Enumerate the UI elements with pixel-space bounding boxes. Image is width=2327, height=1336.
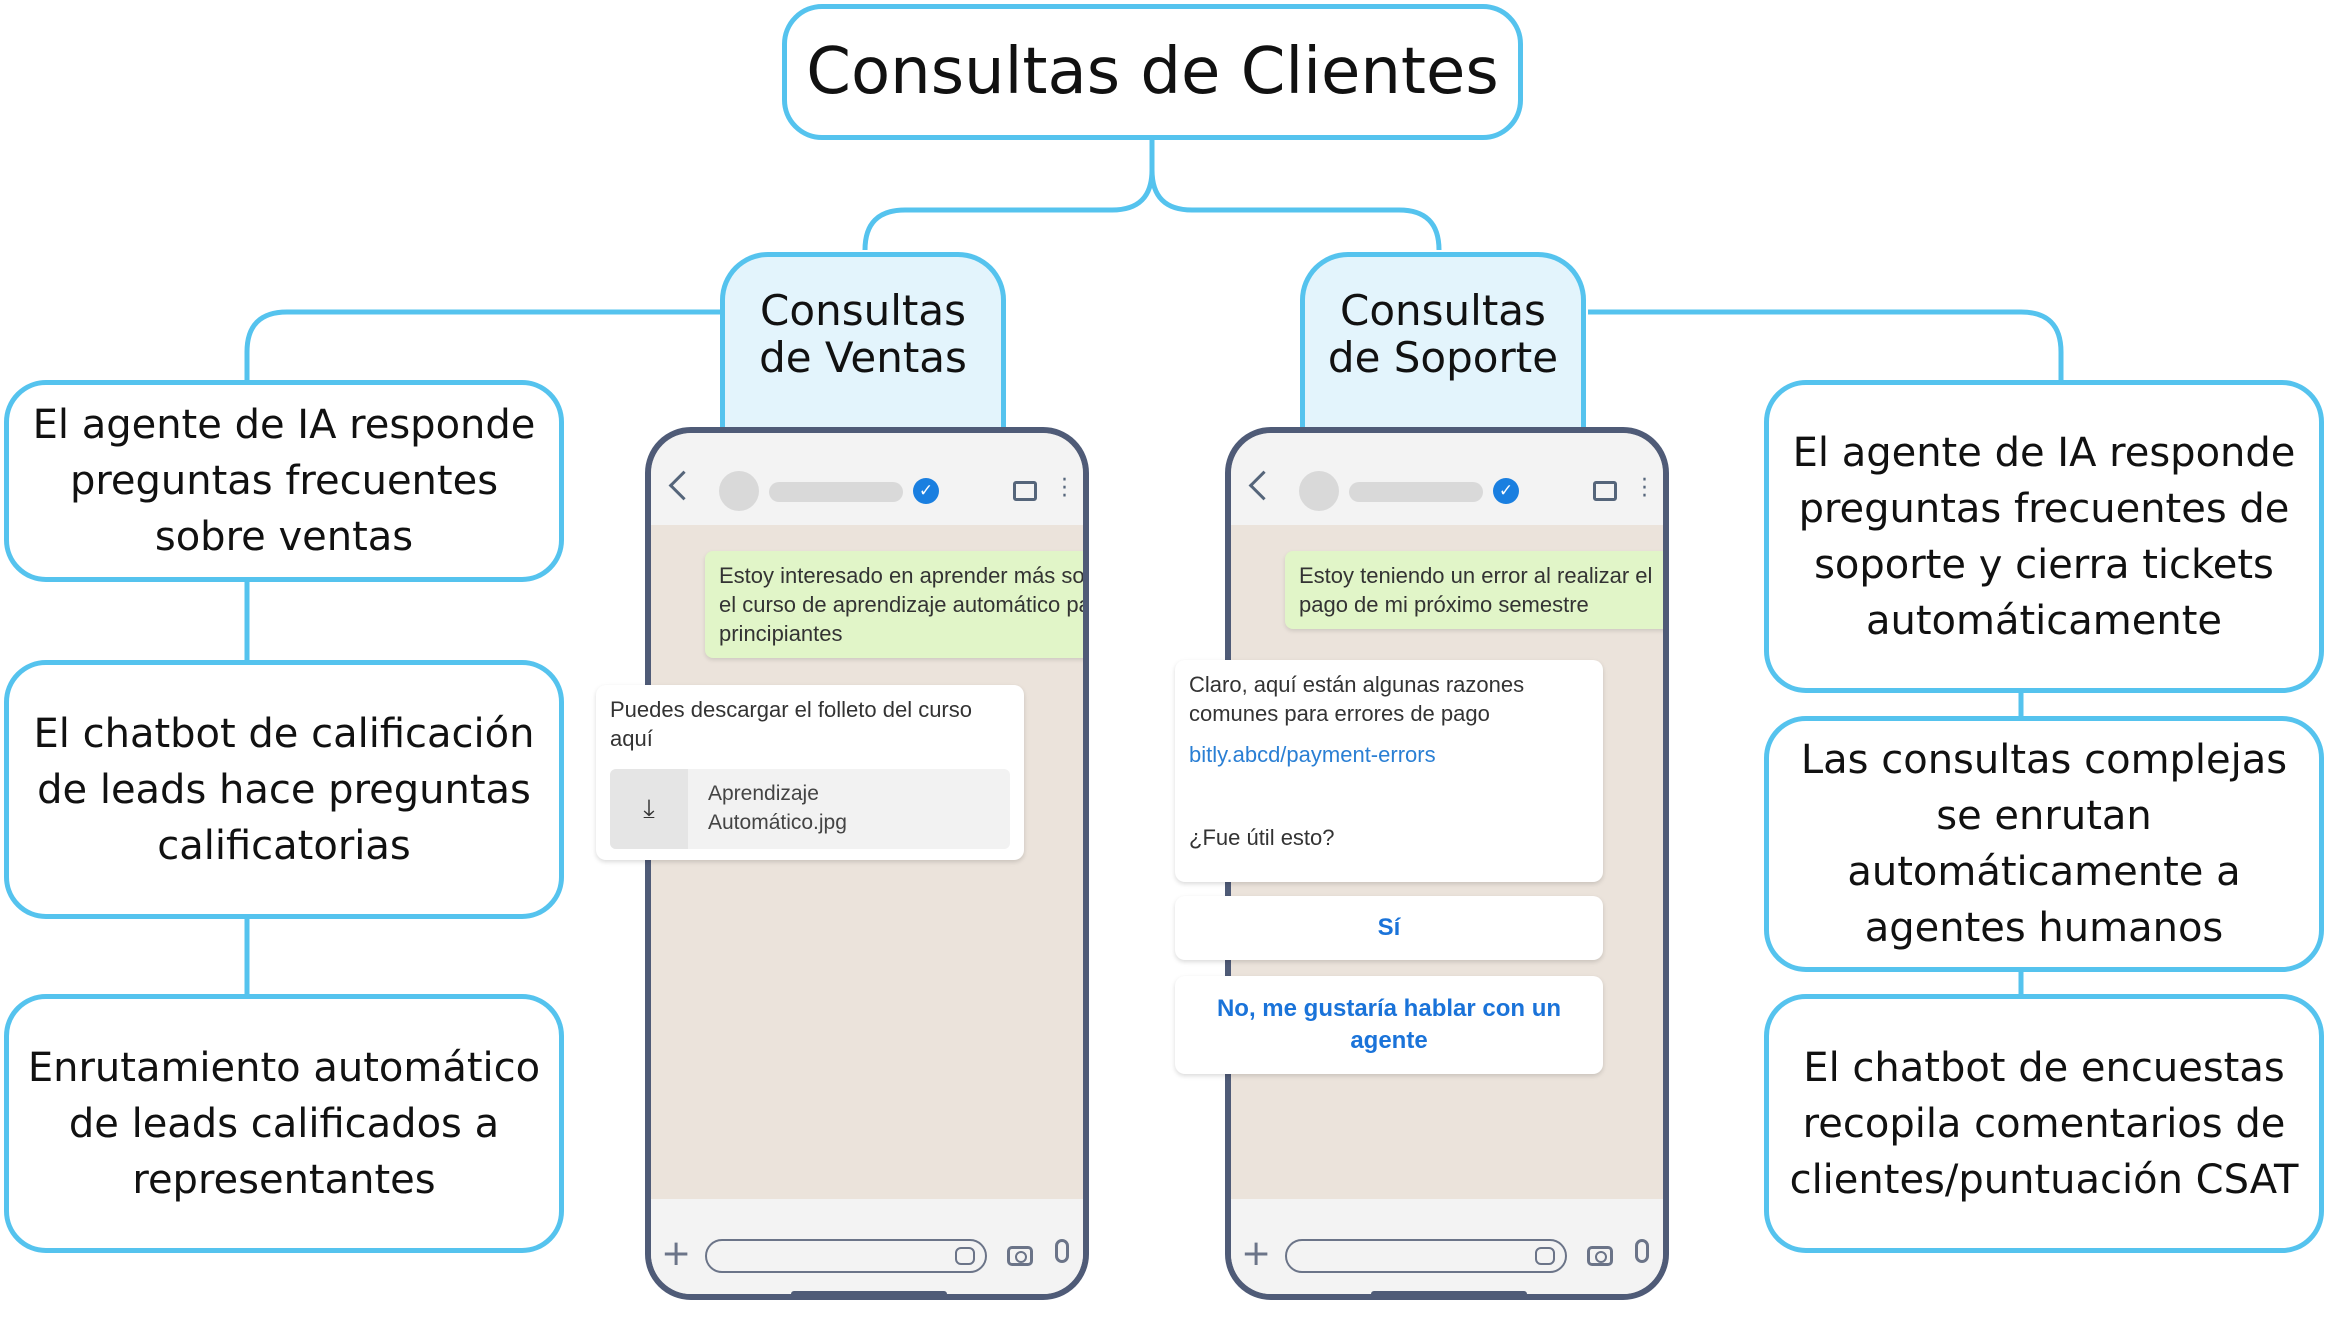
sales-bot-message-text: Puedes descargar el folleto del curso aq… [610,697,972,751]
avatar [1299,471,1339,511]
sales-node-faq-text: El agente de IA responde preguntas frecu… [32,402,536,560]
contact-name-placeholder [1349,482,1483,502]
message-input[interactable] [705,1239,987,1273]
sales-node-lead-routing-text: Enrutamiento automático de leads calific… [27,1044,541,1203]
home-indicator [791,1291,947,1294]
talk-to-agent-button[interactable]: No, me gustaría hablar con un agente [1175,976,1603,1074]
sales-tab-line1: Consultas [760,286,966,335]
verified-badge-icon: ✓ [1493,478,1519,504]
chat-header: ✓ ··· [651,433,1083,525]
plus-icon[interactable]: + [1241,1233,1272,1274]
yes-button[interactable]: Sí [1175,896,1603,960]
file-name: Aprendizaje Automático.jpg [708,782,847,834]
talk-to-agent-label: No, me gustaría hablar con un agente [1216,995,1562,1054]
chat-header: ✓ ··· [1231,433,1663,525]
support-branch-line [1588,309,2064,382]
sales-user-message-text: Estoy interesado en aprender más sobre e… [719,563,1089,646]
support-node-faq: El agente de IA responde preguntas frecu… [1764,380,2324,693]
support-node-human-routing: Las consultas complejas se enrutan autom… [1764,716,2324,972]
support-tab-line2: de Soporte [1327,333,1559,382]
back-arrow-icon[interactable] [668,470,699,501]
sales-branch-line [244,309,720,382]
download-icon[interactable]: ⤓ [610,769,688,849]
sales-tab-line2: de Ventas [759,333,967,382]
verified-badge-icon: ✓ [913,478,939,504]
more-menu-icon[interactable]: ··· [1061,468,1068,509]
support-node-csat-survey-text: El chatbot de encuestas recopila comenta… [1789,1044,2299,1203]
help-link[interactable]: bitly.abcd/payment-errors [1189,742,1436,767]
avatar [719,471,759,511]
camera-icon[interactable] [1007,1246,1033,1266]
back-arrow-icon[interactable] [1248,470,1279,501]
sales-phone-mockup: ✓ ··· Estoy interesado en aprender más s… [645,427,1089,1300]
file-attachment[interactable]: ⤓ Aprendizaje Automático.jpg [610,769,1010,849]
contact-name-placeholder [769,482,903,502]
diagram-title: Consultas de Clientes [782,4,1523,140]
support-node-faq-text: El agente de IA responde preguntas frecu… [1792,429,2296,644]
feedback-question: ¿Fue útil esto? [1189,825,1335,850]
microphone-icon[interactable] [1055,1239,1069,1263]
shop-icon[interactable] [1593,481,1617,501]
support-bot-message-text: Claro, aquí están algunas razones comune… [1189,672,1525,726]
camera-icon[interactable] [1587,1246,1613,1266]
sales-node-lead-routing: Enrutamiento automático de leads calific… [4,994,564,1253]
more-menu-icon[interactable]: ··· [1641,468,1648,509]
message-input[interactable] [1285,1239,1567,1273]
microphone-icon[interactable] [1635,1239,1649,1263]
support-user-message-text: Estoy teniendo un error al realizar el p… [1299,563,1653,617]
sticker-icon[interactable] [1535,1247,1555,1265]
support-tab-line1: Consultas [1340,286,1546,335]
sales-node-faq: El agente de IA responde preguntas frecu… [4,380,564,582]
sales-node-lead-qualification: El chatbot de calificación de leads hace… [4,660,564,919]
plus-icon[interactable]: + [661,1233,692,1274]
sales-node-lead-qualification-text: El chatbot de calificación de leads hace… [33,710,535,869]
title-to-branches [862,138,1442,251]
shop-icon[interactable] [1013,481,1037,501]
support-bot-message: Claro, aquí están algunas razones comune… [1175,660,1603,882]
support-node-human-routing-text: Las consultas complejas se enrutan autom… [1800,737,2288,951]
support-node-csat-survey: El chatbot de encuestas recopila comenta… [1764,994,2324,1253]
sales-user-message: Estoy interesado en aprender más sobre e… [705,551,1089,658]
sales-bot-message: Puedes descargar el folleto del curso aq… [596,685,1024,860]
sticker-icon[interactable] [955,1247,975,1265]
home-indicator [1371,1291,1527,1294]
support-user-message: Estoy teniendo un error al realizar el p… [1285,551,1663,629]
